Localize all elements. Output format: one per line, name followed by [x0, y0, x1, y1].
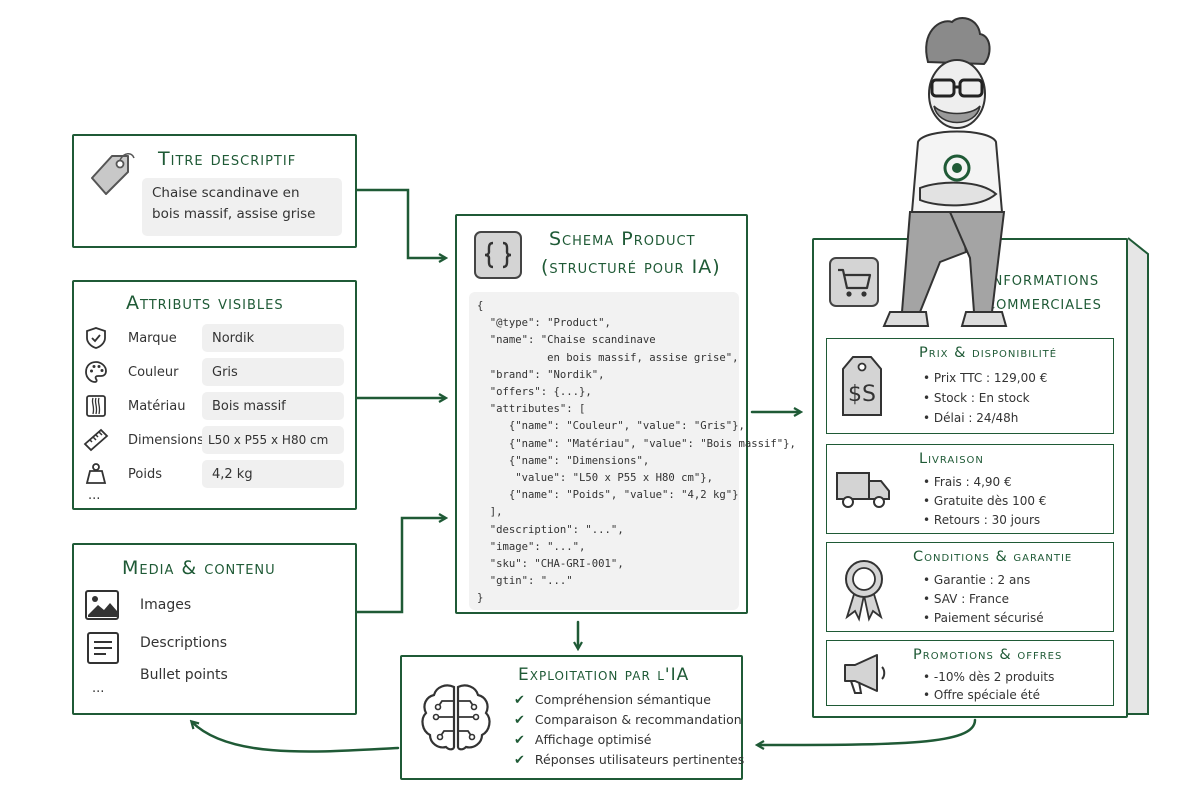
infos-bullet: • Délai : 24/48h [923, 411, 1019, 425]
truck-icon [836, 472, 890, 508]
attributs-visibles-card: Attributs visibles Marque Nordik Couleur… [72, 280, 357, 510]
media-more: ... [92, 681, 105, 696]
award-ribbon-icon [845, 560, 883, 622]
image-icon [85, 590, 119, 620]
attribut-value-marque: Nordik [202, 324, 344, 352]
media-item-bullet-points: Bullet points [140, 667, 228, 683]
attributs-more: ... [88, 488, 101, 503]
infos-bullet: • Garantie : 2 ans [923, 573, 1031, 587]
code-line: "gtin": "..." [477, 575, 573, 588]
code-line: "@type": "Product", [477, 317, 611, 330]
code-line: { [477, 300, 484, 312]
infos-section-title: Promotions & offres [913, 647, 1063, 663]
titre-descriptif-heading: Titre descriptif [158, 148, 297, 170]
infos-bullet: • Gratuite dès 100 € [923, 494, 1047, 508]
exploitation-ia-card: Exploitation par l'IA Compréhension séma… [400, 655, 744, 780]
code-line: {"name": "Poids", "value": "4,2 kg"} [477, 489, 739, 502]
code-line: "description": "...", [477, 523, 624, 536]
code-line: "offers": {...}, [477, 386, 592, 399]
code-line: "name": "Chaise scandinave [477, 334, 656, 347]
attributs-visibles-heading: Attributs visibles [126, 292, 284, 314]
price-tag-dollar-icon: $S [842, 356, 882, 416]
media-contenu-heading: Media & contenu [122, 557, 276, 579]
attribut-label-materiau: Matériau [128, 399, 186, 414]
code-line: "value": "L50 x P55 x H80 cm"}, [477, 472, 713, 485]
infos-block-depth [1127, 237, 1149, 715]
arrow-media-to-schema [355, 518, 445, 614]
attribut-label-dimensions: Dimensions [128, 433, 204, 448]
attribut-value-poids: 4,2 kg [202, 460, 344, 488]
infos-bullet: • SAV : France [923, 592, 1009, 606]
code-braces-icon [474, 231, 522, 279]
media-contenu-card: Media & contenu Images Descriptions Bull… [72, 543, 357, 715]
code-line: {"name": "Couleur", "value": "Gris"}, [477, 420, 745, 433]
shield-check-icon [86, 327, 106, 349]
attribut-label-marque: Marque [128, 331, 177, 346]
document-lines-icon [87, 632, 119, 664]
exploitation-item: Comparaison & recommandation [514, 712, 742, 728]
code-line: ], [477, 506, 503, 519]
infos-section-livraison: Livraison • Frais : 4,90 € • Gratuite dè… [826, 444, 1114, 534]
palette-icon [85, 361, 107, 383]
weight-icon [85, 463, 107, 484]
arrow-titre-to-schema [355, 188, 445, 258]
schema-heading-line1: Schema Product [549, 228, 696, 250]
code-line: "brand": "Nordik", [477, 368, 605, 381]
code-line: "sku": "CHA-GRI-001", [477, 558, 624, 571]
schema-product-card: Schema Product (structuré pour IA) { "@t… [455, 214, 796, 614]
infos-section-promotions: Promotions & offres • -10% dès 2 produit… [826, 640, 1114, 706]
attribut-value-couleur: Gris [202, 358, 344, 386]
code-line: "image": "...", [477, 540, 586, 553]
schema-heading-line2: (structuré pour IA) [541, 256, 721, 278]
infos-bullet: • Paiement sécurisé [923, 611, 1044, 625]
arrow-exploitation-to-media [192, 722, 400, 753]
wood-grain-icon [86, 395, 106, 417]
attribut-label-poids: Poids [128, 467, 162, 482]
infos-bullet: • Frais : 4,90 € [923, 475, 1012, 489]
infos-section-prix: $S Prix & disponibilité • Prix TTC : 129… [826, 338, 1114, 434]
infos-bullet: • Retours : 30 jours [923, 513, 1041, 527]
infos-heading-line1: Informations [986, 268, 1100, 290]
exploitation-item: Réponses utilisateurs pertinentes [514, 752, 744, 768]
exploitation-heading: Exploitation par l'IA [518, 665, 690, 685]
exploitation-item: Compréhension sémantique [514, 692, 711, 708]
code-line: "attributes": [ [477, 403, 586, 416]
titre-descriptif-value: Chaise scandinave en bois massif, assise… [142, 178, 342, 236]
infos-heading-line2: commerciales [986, 292, 1102, 314]
media-item-descriptions: Descriptions [140, 635, 228, 651]
titre-descriptif-card: Titre descriptif Chaise scandinave en bo… [72, 134, 357, 248]
media-item-images: Images [140, 597, 192, 613]
exploitation-item: Affichage optimisé [514, 732, 652, 748]
character-illustration [882, 17, 1008, 327]
informations-commerciales-card: Informations commerciales $S Prix & disp… [812, 238, 1128, 718]
brain-circuit-icon [421, 684, 491, 751]
infos-bullet: • Offre spéciale été [923, 688, 1041, 702]
code-line: } [477, 592, 484, 605]
code-line: {"name": "Dimensions", [477, 454, 650, 467]
svg-text:$S: $S [848, 382, 876, 407]
attribut-value-materiau: Bois massif [202, 392, 344, 420]
infos-section-garantie: Conditions & garantie • Garantie : 2 ans… [826, 542, 1114, 632]
infos-section-title: Conditions & garantie [913, 549, 1073, 565]
code-line: en bois massif, assise grise", [477, 351, 739, 364]
infos-section-title: Prix & disponibilité [919, 345, 1058, 361]
shopping-cart-icon [829, 257, 879, 307]
infos-bullet: • Prix TTC : 129,00 € [923, 371, 1048, 385]
code-line: {"name": "Matériau", "value": "Bois mass… [477, 437, 796, 450]
price-tag-icon [91, 153, 135, 195]
attribut-label-couleur: Couleur [128, 365, 179, 380]
megaphone-icon [844, 654, 886, 694]
attribut-value-dimensions: L50 x P55 x H80 cm [202, 426, 344, 454]
infos-bullet: • -10% dès 2 produits [923, 670, 1055, 684]
ruler-icon [83, 428, 109, 452]
arrow-infos-to-exploitation [758, 718, 977, 745]
schema-json-code: { "@type": "Product", "name": "Chaise sc… [469, 292, 796, 610]
infos-bullet: • Stock : En stock [923, 391, 1030, 405]
infos-section-title: Livraison [919, 451, 984, 467]
